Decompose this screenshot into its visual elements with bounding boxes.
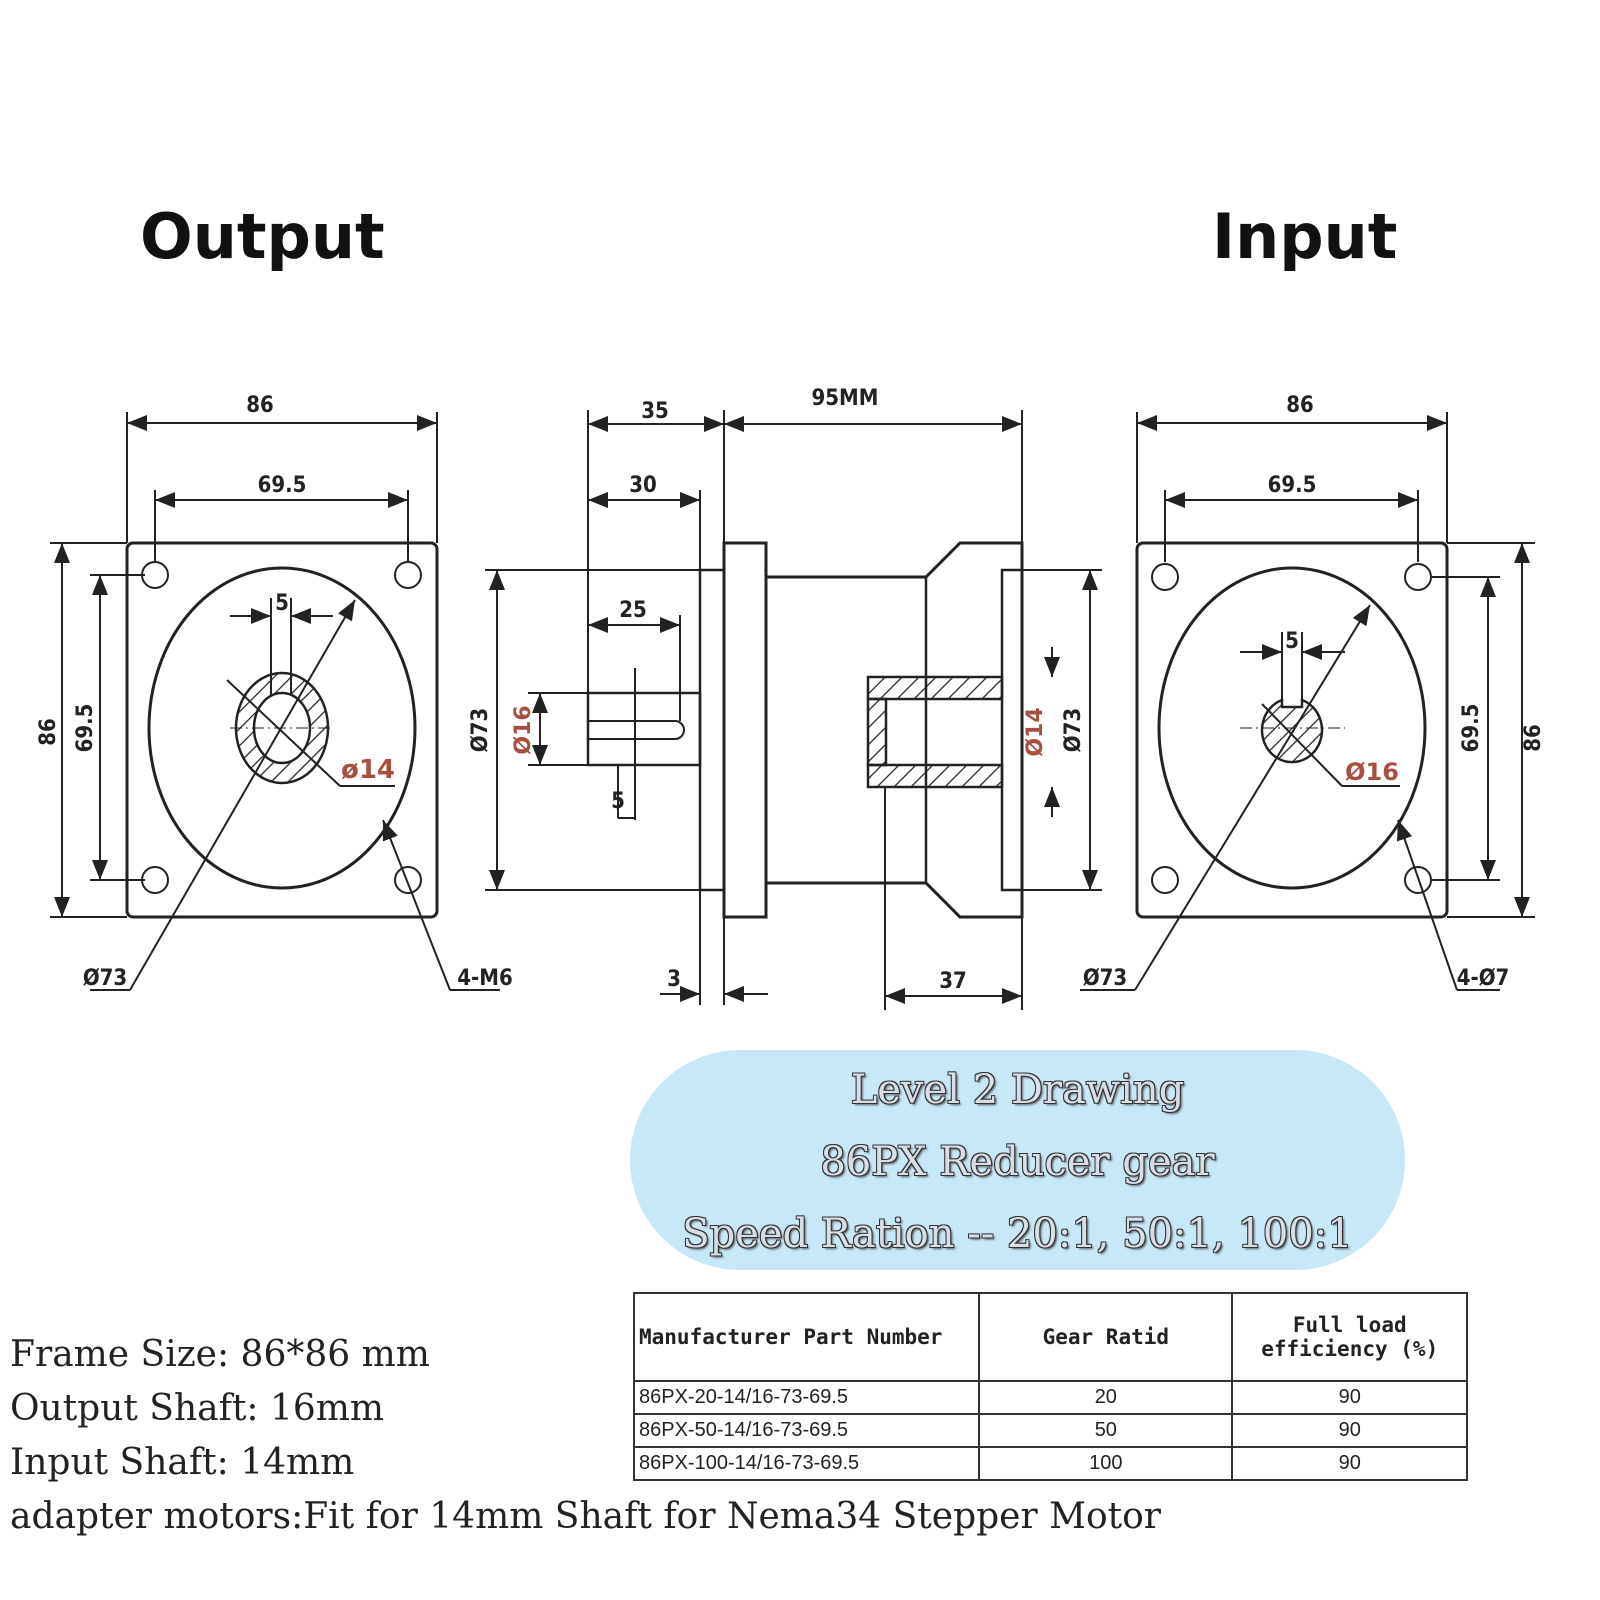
input-key-width-dim: 5 [1285,629,1299,654]
side-input-depth-dim: 37 [939,969,967,994]
table-cell-gear-ratio: 20 [978,1380,1234,1415]
table-row: 86PX-20-14/16-73-69.5 20 90 [632,1380,1468,1415]
technical-drawing: 86 69.5 86 69.5 5 ø14 Ø73 4-M6 35 95MM 3… [36,386,1546,1010]
part-number-table: Manufacturer Part Number Gear Ratid Full… [632,1292,1468,1481]
input-height-dim: 86 [1521,724,1546,752]
output-key-width-dim: 5 [275,591,289,616]
output-pilot-dim: Ø73 [83,966,127,991]
table-header-part-number: Manufacturer Part Number [632,1292,981,1382]
table-row: 86PX-100-14/16-73-69.5 100 90 [632,1446,1468,1481]
side-view-labels: 35 95MM 30 25 Ø73 Ø16 5 3 37 Ø14 Ø73 [468,386,1086,994]
output-shaft-dim: ø14 [341,755,395,785]
banner-model: 86PX Reducer gear [820,1139,1215,1185]
table-cell-gear-ratio: 50 [978,1413,1234,1448]
spec-input-shaft: Input Shaft: 14mm [10,1442,355,1483]
table-cell-efficiency: 90 [1231,1380,1468,1415]
banner-level: Level 2 Drawing [850,1067,1185,1113]
input-hole-spacing-h-dim: 69.5 [1268,473,1317,498]
side-flange-thk-dim: 3 [667,967,681,992]
banner-speed-ratio: Speed Ration -- 20:1, 50:1, 100:1 [682,1211,1353,1257]
input-holes-dim: 4-Ø7 [1457,966,1510,991]
spec-adapter: adapter motors:Fit for 14mm Shaft for Ne… [10,1496,1161,1537]
table-cell-part-number: 86PX-100-14/16-73-69.5 [632,1446,981,1481]
drawing-info-banner: Level 2 Drawing 86PX Reducer gear Speed … [630,1050,1405,1270]
side-view [485,410,1102,1010]
table-cell-part-number: 86PX-20-14/16-73-69.5 [632,1380,981,1415]
side-key-offset-dim: 5 [611,789,625,814]
table-header-gear-ratio: Gear Ratid [978,1292,1234,1382]
table-cell-gear-ratio: 100 [978,1446,1234,1481]
table-header-row: Manufacturer Part Number Gear Ratid Full… [632,1292,1468,1382]
output-view-title: Output [140,200,385,273]
input-shaft-dim: Ø16 [1345,758,1399,786]
input-view-title: Input [1212,200,1398,273]
side-pilot-dim: Ø73 [468,708,493,752]
side-key-len-dim: 25 [619,598,647,623]
input-pilot-dim: Ø73 [1083,966,1127,991]
spec-output-shaft: Output Shaft: 16mm [10,1388,385,1429]
side-output-shaft-dim: Ø16 [511,705,536,754]
output-holes-dim: 4-M6 [457,966,512,991]
input-width-dim: 86 [1286,393,1314,418]
side-input-pilot-dim: Ø73 [1061,708,1086,752]
side-shaft-len-dim: 30 [629,473,657,498]
output-hole-spacing-h-dim: 69.5 [258,473,307,498]
table-header-efficiency: Full load efficiency (%) [1231,1292,1468,1382]
side-shaft-ext-dim: 35 [641,399,669,424]
table-cell-efficiency: 90 [1231,1413,1468,1448]
output-view-labels: 86 69.5 86 69.5 5 ø14 Ø73 4-M6 [36,393,513,991]
side-length-dim: 95MM [812,386,879,411]
input-view-labels: 86 69.5 86 69.5 5 Ø16 Ø73 4-Ø7 [1083,393,1546,991]
output-hole-spacing-v-dim: 69.5 [73,704,98,753]
output-width-dim: 86 [246,393,274,418]
table-cell-efficiency: 90 [1231,1446,1468,1481]
table-cell-part-number: 86PX-50-14/16-73-69.5 [632,1413,981,1448]
input-view [1080,412,1535,991]
spec-list: Frame Size: 86*86 mm Output Shaft: 16mm … [10,1328,1161,1544]
spec-frame-size: Frame Size: 86*86 mm [10,1334,430,1375]
input-hole-spacing-v-dim: 69.5 [1459,704,1484,753]
side-input-bore-dim: Ø14 [1023,707,1048,756]
table-row: 86PX-50-14/16-73-69.5 50 90 [632,1413,1468,1448]
output-view [50,412,500,991]
output-height-dim: 86 [36,718,61,746]
